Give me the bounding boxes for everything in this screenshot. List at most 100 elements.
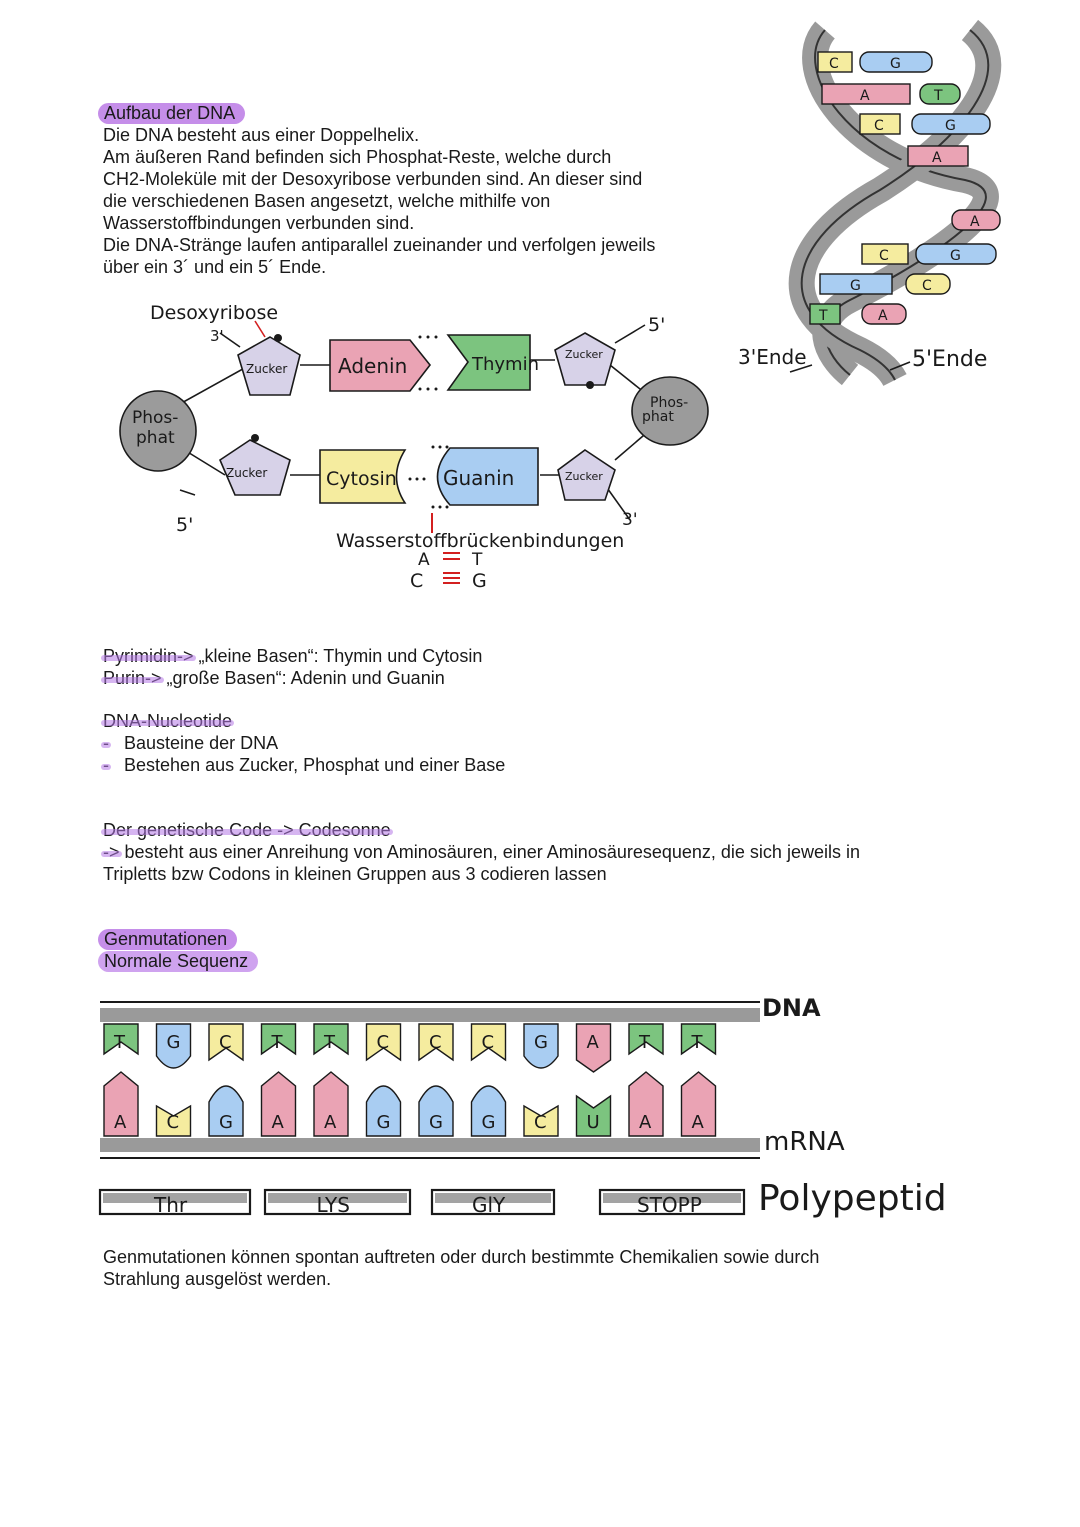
dna-base-T	[680, 1023, 717, 1056]
dna-base-G	[523, 1023, 559, 1069]
sugar-top-left-label: Zucker	[246, 362, 287, 376]
helix-3-end-label: 3'Ende	[738, 345, 807, 369]
dna-base-C	[418, 1023, 454, 1062]
dna-base-label: C	[377, 1032, 390, 1053]
helix-base-T	[809, 303, 841, 325]
mrna-base-A	[680, 1071, 717, 1137]
helix-5-end-label: 5'Ende	[912, 347, 987, 372]
dna-section-text: Die DNA besteht aus einer Doppelhelix. A…	[103, 124, 655, 278]
helix-base-T	[919, 83, 961, 105]
adenin-label: Adenin	[338, 354, 407, 378]
mrna-base-G	[418, 1085, 454, 1137]
nucleotide-heading: DNA-Nucleotide	[100, 711, 235, 731]
helix-5-end-pointer	[889, 361, 911, 371]
mrna-base-label: C	[534, 1112, 547, 1133]
helix-base-G	[859, 51, 933, 73]
dna-base-label: T	[113, 1032, 126, 1053]
prime-3-bottom-label: 3'	[622, 510, 638, 530]
dna-base-A	[575, 1023, 612, 1073]
sugar-bottom-right	[557, 449, 616, 501]
mrna-base-label: G	[429, 1112, 443, 1133]
mrna-label: mRNA	[764, 1127, 845, 1157]
bond-count-marks	[443, 552, 460, 584]
mrna-base-label: A	[692, 1112, 705, 1133]
bond-line	[614, 324, 646, 344]
mrna-base-label: A	[114, 1112, 127, 1133]
dna-base-C	[470, 1023, 507, 1062]
helix-base-A	[951, 209, 1001, 231]
amino-acid-box-fill	[268, 1193, 407, 1203]
mrna-base-label: G	[377, 1112, 391, 1133]
mrna-base-label: C	[167, 1112, 180, 1133]
mrna-base-label: A	[324, 1112, 337, 1133]
mutation-footer: Genmutationen können spontan auftreten o…	[103, 1247, 820, 1289]
prime-5-top-label: 5'	[648, 314, 665, 336]
helix-base-label: A	[970, 214, 980, 230]
helix-3-end-pointer	[789, 364, 813, 373]
cytosin-label: Cytosin	[326, 468, 397, 490]
amino-acid-label: STOPP	[637, 1193, 702, 1217]
genetic-code-line: -> besteht aus einer Anreihung von Amino…	[101, 842, 860, 862]
purin-line: Purin-> „große Basen“: Adenin und Guanin	[101, 667, 445, 689]
helix-base-C	[859, 113, 901, 135]
atom-dot	[274, 334, 282, 342]
mrna-base-G	[208, 1085, 244, 1137]
purin-text: „große Basen“: Adenin und Guanin	[161, 668, 445, 688]
pair-g-label: G	[472, 570, 487, 592]
amino-acid-box-fill	[603, 1193, 741, 1203]
phosphate-left-shape	[119, 390, 197, 472]
dna-label: DNA	[762, 994, 821, 1022]
nucleotide-item: - Bestehen aus Zucker, Phosphat und eine…	[101, 755, 506, 775]
helix-base-C	[905, 273, 951, 295]
helix-base-label: C	[829, 56, 839, 72]
nucleotide-structure-diagram: Phos-phat Phos-phat Zucker Zucker Zucker…	[119, 302, 709, 592]
helix-base-label: A	[878, 308, 888, 324]
helix-base-A	[907, 145, 969, 167]
dna-base-label: T	[271, 1032, 284, 1053]
dna-text-line: CH2-Moleküle mit der Desoxyribose verbun…	[103, 169, 643, 189]
dna-text-line: Die DNA besteht aus einer Doppelhelix.	[103, 125, 420, 145]
dna-base-label: T	[691, 1032, 704, 1053]
mrna-base-label: A	[272, 1112, 285, 1133]
hydrogen-bond-dots	[408, 335, 449, 509]
bond-line	[179, 489, 196, 496]
sugar-top-right-label: Zucker	[565, 348, 603, 361]
prime-3-top-label: 3'	[210, 327, 224, 345]
pyrimidin-label: Pyrimidin->	[101, 646, 196, 666]
bond-line	[604, 484, 631, 521]
amino-acid-box-fill	[103, 1193, 247, 1203]
mutation-subheading: Normale Sequenz	[97, 950, 259, 972]
dna-base-T	[103, 1023, 139, 1056]
pair-a-label: A	[418, 550, 430, 570]
helix-base-label: G	[950, 248, 961, 264]
dna-text-line: über ein 3´ und ein 5´ Ende.	[103, 257, 327, 277]
helix-base-label: A	[860, 88, 870, 104]
helix-base-label: A	[932, 150, 942, 166]
desoxyribose-pointer	[254, 320, 266, 338]
bond-line	[609, 364, 646, 394]
helix-backbone	[788, 19, 1002, 387]
sugar-bottom-right-label: Zucker	[565, 470, 603, 483]
helix-base-label: G	[890, 56, 901, 72]
dna-base-T	[260, 1023, 297, 1056]
mrna-base-C	[523, 1104, 559, 1137]
desoxyribose-label: Desoxyribose	[150, 302, 278, 324]
helix-base-label: C	[874, 118, 884, 134]
genetic-code-heading: Der genetische Code -> Codesonne	[101, 820, 393, 840]
helix-base-C	[861, 243, 909, 265]
dna-strand-bar	[100, 1008, 760, 1022]
helix-base-label: G	[945, 118, 956, 134]
mrna-base-label: U	[587, 1112, 600, 1133]
amino-acid-box-fill	[435, 1193, 551, 1203]
dna-base-label: T	[638, 1032, 651, 1053]
guanin-shape	[436, 447, 539, 506]
dna-base-label: T	[323, 1032, 336, 1053]
thymin-label: Thymin	[471, 354, 539, 375]
sugar-bottom-left-label: Zucker	[226, 466, 267, 480]
mrna-base-U	[575, 1094, 612, 1137]
amino-acid-label: LYS	[317, 1193, 350, 1217]
thymin-shape	[446, 334, 531, 391]
